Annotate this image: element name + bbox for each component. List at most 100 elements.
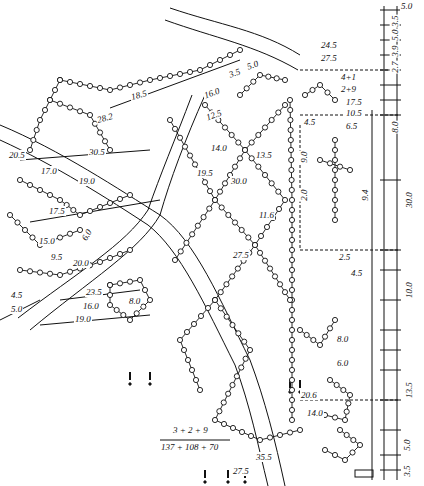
tree-symbol xyxy=(181,347,186,352)
tree-symbol xyxy=(47,192,52,197)
tree-symbol xyxy=(289,217,294,222)
dimension-label: 5.0 xyxy=(245,58,261,72)
tree-symbol xyxy=(262,125,267,130)
tree-symbol xyxy=(212,417,217,422)
tree-symbol xyxy=(217,409,222,414)
conifer-mark xyxy=(149,383,151,385)
tree-symbol xyxy=(287,297,292,302)
tree-symbol xyxy=(347,392,352,397)
tree-symbol xyxy=(252,242,257,247)
tree-symbol xyxy=(141,304,146,309)
tree-symbol xyxy=(266,74,271,79)
tree-symbol xyxy=(107,282,112,287)
tree-symbol xyxy=(342,417,347,422)
dimension-label: 3.5 xyxy=(390,14,400,27)
tree-symbol xyxy=(117,281,122,286)
tree-symbol xyxy=(267,435,272,440)
dimension-label: 13.5 xyxy=(255,150,273,160)
tree-symbol xyxy=(289,167,294,172)
tree-symbol xyxy=(22,227,27,232)
road-edge xyxy=(170,8,300,55)
tree-symbol xyxy=(234,374,239,379)
tree-symbol xyxy=(289,207,294,212)
tree-symbol xyxy=(332,197,337,202)
dimension-tick xyxy=(380,330,401,331)
tree-symbol xyxy=(327,161,332,166)
tree-symbol xyxy=(289,387,294,392)
dimension-tick xyxy=(380,430,401,431)
tree-symbol xyxy=(274,76,279,81)
dimension-label: 13.5 xyxy=(404,381,414,399)
dimension-label: 6.5 xyxy=(345,121,358,131)
tree-symbol xyxy=(289,257,294,262)
tree-symbol xyxy=(289,317,294,322)
tree-symbol xyxy=(30,235,35,240)
tree-symbol xyxy=(57,77,62,82)
tree-symbol xyxy=(249,140,254,145)
tree-symbol xyxy=(221,421,226,426)
tree-symbol xyxy=(77,81,82,86)
tree-symbol xyxy=(337,164,342,169)
tree-symbol xyxy=(229,132,234,137)
tree-symbol xyxy=(187,153,192,158)
tree-symbol xyxy=(251,79,256,84)
tree-symbol xyxy=(289,397,294,402)
dimension-label: 23.5 xyxy=(85,287,103,297)
dimension-label: 17.5 xyxy=(345,97,363,107)
tree-symbol xyxy=(47,97,52,102)
tree-symbol xyxy=(147,297,152,302)
tree-symbol xyxy=(257,250,262,255)
dimension-label: 14.0 xyxy=(210,143,228,153)
tree-symbol xyxy=(31,137,36,142)
dimension-label: 11.6 xyxy=(258,210,275,220)
tree-symbol xyxy=(202,102,207,107)
tree-symbol xyxy=(226,391,231,396)
tree-symbol xyxy=(222,125,227,130)
tree-symbol xyxy=(237,92,242,97)
tree-symbol xyxy=(247,347,252,352)
tree-symbol xyxy=(288,107,293,112)
tree-row xyxy=(110,280,150,320)
tree-symbol xyxy=(282,77,287,82)
tree-symbol xyxy=(332,452,337,457)
tree-symbol xyxy=(230,382,235,387)
tree-symbol xyxy=(282,197,287,202)
tree-symbol xyxy=(332,137,337,142)
dimension-tick xyxy=(380,100,401,101)
tree-symbol xyxy=(357,442,362,447)
tree-symbol xyxy=(256,132,261,137)
tree-symbol xyxy=(87,83,92,88)
tree-symbol xyxy=(237,47,242,52)
dimension-label: 3.5 xyxy=(227,66,243,80)
tree-symbol xyxy=(346,401,351,406)
tree-symbol xyxy=(192,162,197,167)
conifer-mark xyxy=(299,380,301,388)
tree-symbol xyxy=(332,167,337,172)
tree-symbol xyxy=(27,147,32,152)
tree-symbol xyxy=(102,139,107,144)
tree-symbol xyxy=(107,147,112,152)
dimension-label: 5.0 xyxy=(402,438,412,451)
tree-symbol xyxy=(257,72,262,77)
dimension-label: 35.5 xyxy=(255,452,273,462)
tree-row xyxy=(320,160,350,170)
tree-symbol xyxy=(232,164,237,169)
tree-symbol xyxy=(267,266,272,271)
tree-symbol xyxy=(197,387,202,392)
tree-symbol xyxy=(230,322,235,327)
tree-row xyxy=(60,50,240,90)
tree-symbol xyxy=(212,197,217,202)
tree-symbol xyxy=(195,223,200,228)
dimension-label: 5.0 xyxy=(400,1,413,11)
tree-symbol xyxy=(77,212,82,217)
dimension-label: 27.5 xyxy=(232,250,250,260)
tree-symbol xyxy=(226,212,231,217)
tree-symbol xyxy=(317,82,322,87)
tree-symbol xyxy=(317,342,322,347)
tree-symbol xyxy=(289,347,294,352)
tree-symbol xyxy=(17,267,22,272)
tree-row xyxy=(245,105,290,300)
tree-symbol xyxy=(311,337,316,342)
tree-symbol xyxy=(97,130,102,135)
tree-symbol xyxy=(217,57,222,62)
